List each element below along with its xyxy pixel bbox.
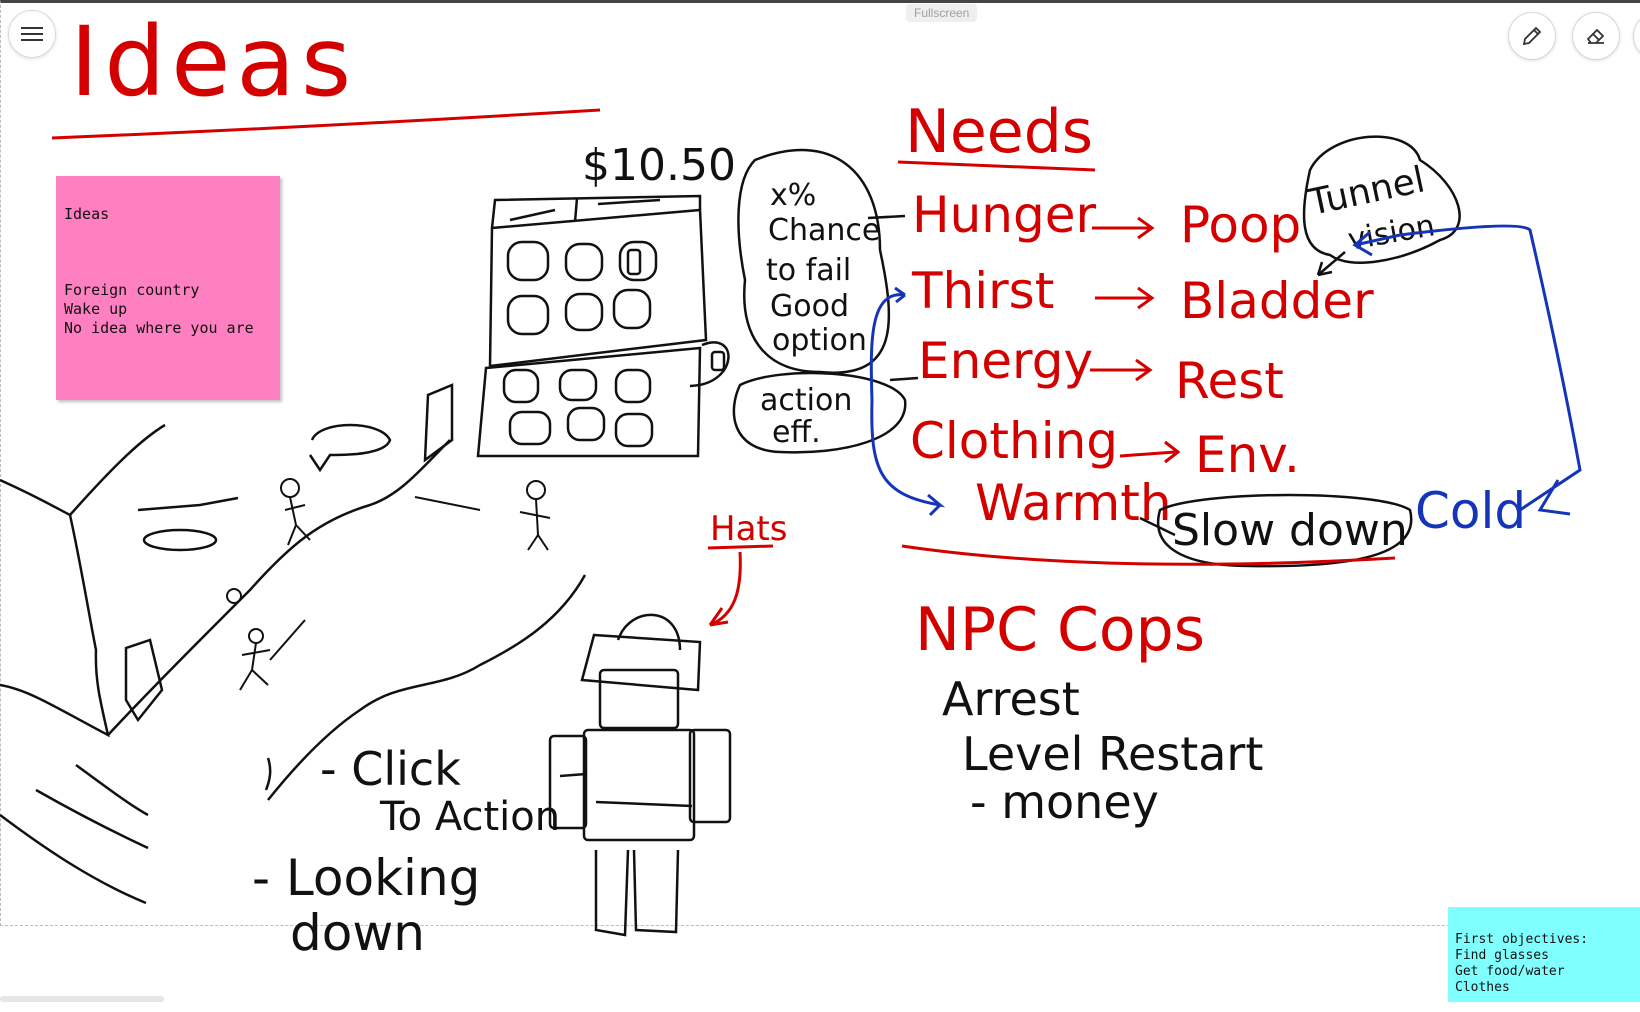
stick-figures bbox=[226, 478, 551, 691]
svg-text:option: option bbox=[772, 323, 867, 358]
price-label: $10.50 bbox=[582, 140, 736, 191]
menu-button[interactable] bbox=[8, 10, 56, 58]
svg-text:down: down bbox=[290, 904, 425, 962]
npc-cops-heading: NPC Cops bbox=[915, 595, 1205, 665]
title-underline bbox=[51, 108, 601, 140]
need-arrows bbox=[1090, 216, 1181, 464]
connector-line bbox=[1139, 516, 1176, 537]
whiteboard-canvas[interactable] bbox=[0, 0, 1640, 926]
ideas-title-handwriting: Ideas bbox=[70, 6, 357, 118]
horizontal-scrollbar[interactable] bbox=[0, 996, 164, 1002]
hats-arrow bbox=[707, 544, 774, 627]
tunnel-vision-cloud bbox=[1302, 135, 1461, 264]
fullscreen-button[interactable]: Fullscreen bbox=[906, 4, 978, 22]
needs-heading: Needs bbox=[905, 97, 1093, 167]
needs-underline bbox=[897, 160, 1096, 172]
tunnel-vision-text: Tunnel vision bbox=[1304, 159, 1437, 258]
pen-tool-button[interactable] bbox=[1508, 12, 1556, 60]
cold-arrows bbox=[869, 224, 1582, 517]
svg-text:to fail: to fail bbox=[766, 253, 851, 288]
eraser-icon bbox=[1586, 28, 1605, 44]
svg-text:- Click: - Click bbox=[320, 742, 461, 796]
tunnel-arrow bbox=[1316, 251, 1346, 277]
needs-list: Hunger Poop Thirst Bladder Energy Rest C… bbox=[910, 186, 1374, 532]
terrain-sketch bbox=[0, 383, 587, 905]
sticky-note-ideas[interactable]: Ideas Foreign country Wake up No idea wh… bbox=[56, 176, 280, 400]
svg-text:Good: Good bbox=[770, 289, 849, 324]
hats-label: Hats bbox=[710, 509, 787, 549]
need-clothing: Clothing bbox=[910, 412, 1118, 470]
left-notes: - Click To Action - Looking down bbox=[252, 742, 560, 962]
svg-text:Arrest: Arrest bbox=[942, 672, 1080, 726]
character-figure bbox=[548, 613, 732, 937]
result-rest: Rest bbox=[1175, 352, 1284, 410]
chance-bubble bbox=[737, 148, 891, 374]
svg-text:action: action bbox=[760, 383, 852, 418]
result-bladder: Bladder bbox=[1180, 272, 1374, 330]
sticky-note-body: Foreign country Wake up No idea where yo… bbox=[64, 281, 254, 337]
pencil-icon bbox=[1522, 26, 1542, 46]
chance-text: x% Chance to fail Good option bbox=[766, 178, 880, 358]
result-slow-down: Slow down bbox=[1172, 505, 1408, 556]
result-poop: Poop bbox=[1180, 196, 1301, 254]
sticky-note-body: First objectives: Find glasses Get food/… bbox=[1455, 932, 1589, 995]
svg-text:- Looking: - Looking bbox=[252, 849, 480, 907]
connector-line bbox=[889, 376, 919, 382]
svg-text:Level Restart: Level Restart bbox=[962, 727, 1263, 781]
svg-text:Chance: Chance bbox=[768, 213, 880, 248]
svg-text:To Action: To Action bbox=[379, 794, 560, 840]
svg-text:- money: - money bbox=[970, 775, 1159, 829]
action-text: action eff. bbox=[760, 383, 852, 450]
action-bubble bbox=[732, 371, 907, 454]
need-warmth: Warmth bbox=[975, 474, 1172, 532]
need-hunger: Hunger bbox=[912, 186, 1096, 244]
shop-shelf-sketch bbox=[476, 194, 730, 458]
need-energy: Energy bbox=[918, 332, 1093, 390]
need-thirst: Thirst bbox=[911, 262, 1054, 320]
cold-label: Cold bbox=[1415, 482, 1526, 540]
result-env: Env. bbox=[1195, 426, 1300, 484]
sticky-note-objectives[interactable]: First objectives: Find glasses Get food/… bbox=[1448, 907, 1640, 1002]
needs-bottom-underline bbox=[901, 544, 1396, 566]
slow-down-bubble bbox=[1157, 493, 1413, 568]
svg-text:x%: x% bbox=[770, 178, 816, 213]
sticky-note-title: Ideas bbox=[64, 205, 110, 223]
eraser-tool-button[interactable] bbox=[1572, 12, 1620, 60]
svg-text:eff.: eff. bbox=[772, 415, 821, 450]
hamburger-menu-icon bbox=[21, 27, 43, 41]
npc-consequences: Arrest Level Restart - money bbox=[942, 672, 1263, 829]
connector-line bbox=[867, 214, 906, 220]
